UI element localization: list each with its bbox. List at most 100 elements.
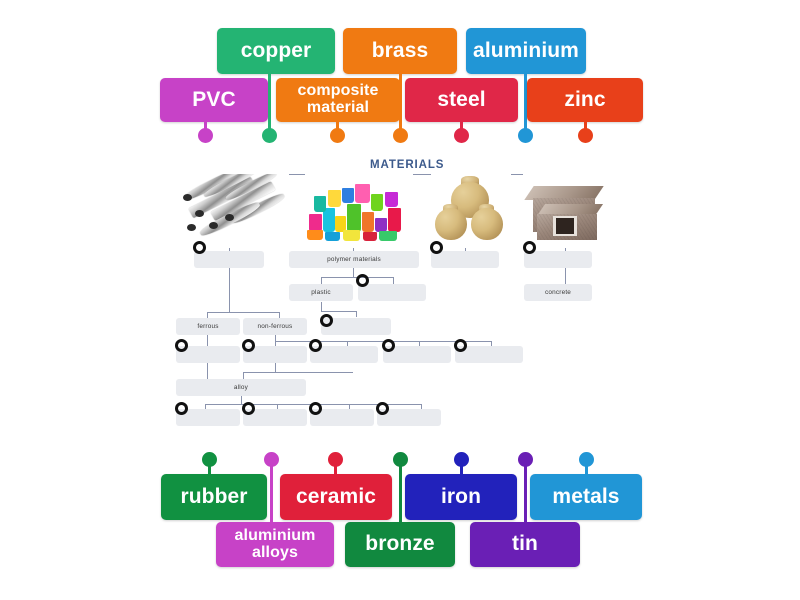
connector-line — [356, 311, 357, 317]
label-zinc[interactable]: zinc — [527, 78, 643, 122]
label-aluminium[interactable]: aluminium — [466, 28, 586, 74]
label-anchor-dot-metals[interactable] — [579, 452, 594, 467]
materials-diagram: MATERIALS polymer materials plastic concre… — [165, 147, 635, 452]
slot-ceramic[interactable] — [431, 251, 499, 268]
label-text: aluminium — [473, 38, 579, 62]
plastic-container-shape — [335, 216, 346, 232]
slot-text — [358, 284, 426, 301]
label-anchor-dot-pvc[interactable] — [198, 128, 213, 143]
target-steel[interactable] — [175, 402, 188, 415]
slot-non-ferrous[interactable]: non-ferrous — [243, 318, 307, 335]
connector-line — [275, 363, 276, 372]
plastic-container-shape — [362, 212, 374, 232]
connector-line — [207, 312, 279, 313]
connector-line — [491, 341, 492, 347]
target-iron[interactable] — [175, 339, 188, 352]
connector-line — [565, 268, 566, 285]
slot-text — [524, 251, 592, 268]
connector-line — [275, 335, 276, 342]
label-rubber[interactable]: rubber — [161, 474, 267, 520]
target-aluminium-alloys[interactable] — [376, 402, 389, 415]
label-pvc[interactable]: PVC — [160, 78, 268, 122]
slot-copper[interactable] — [310, 346, 378, 363]
label-anchor-dot-copper[interactable] — [262, 128, 277, 143]
slot-rubber[interactable] — [358, 284, 426, 301]
label-steel[interactable]: steel — [405, 78, 518, 122]
label-bronze[interactable]: bronze — [345, 522, 455, 567]
clay-pot-body — [471, 208, 503, 240]
label-stem-steel — [460, 120, 463, 134]
label-anchor-dot-tin[interactable] — [518, 452, 533, 467]
concrete-block-image — [523, 174, 609, 248]
slot-alloy[interactable]: alloy — [176, 379, 306, 396]
target-metals[interactable] — [193, 241, 206, 254]
label-anchor-dot-iron[interactable] — [454, 452, 469, 467]
target-copper[interactable] — [309, 339, 322, 352]
slot-brass[interactable] — [310, 409, 374, 426]
slot-bronze[interactable] — [243, 409, 307, 426]
slot-plastic[interactable]: plastic — [289, 284, 353, 301]
target-rubber[interactable] — [356, 274, 369, 287]
plastic-container-shape — [314, 196, 326, 212]
label-stem-composite-material — [336, 120, 339, 134]
label-brass[interactable]: brass — [343, 28, 457, 74]
label-anchor-dot-brass[interactable] — [393, 128, 408, 143]
slot-text: ferrous — [197, 323, 219, 330]
target-pvc[interactable] — [320, 314, 333, 327]
clay-pot-body — [435, 208, 467, 240]
target-aluminium[interactable] — [242, 339, 255, 352]
slot-metals[interactable] — [194, 251, 264, 268]
target-brass[interactable] — [309, 402, 322, 415]
slot-text: plastic — [311, 289, 331, 296]
clay-pots-image — [431, 174, 511, 248]
slot-text: concrete — [544, 289, 572, 296]
label-anchor-dot-aluminium-alloys[interactable] — [264, 452, 279, 467]
target-zinc[interactable] — [382, 339, 395, 352]
label-metals[interactable]: metals — [530, 474, 642, 520]
slot-ferrous[interactable]: ferrous — [176, 318, 240, 335]
slot-aluminium[interactable] — [243, 346, 307, 363]
target-ceramic[interactable] — [430, 241, 443, 254]
target-composite-material[interactable] — [523, 241, 536, 254]
label-text: brass — [371, 38, 429, 62]
slot-composite-material[interactable] — [524, 251, 592, 268]
plastic-container-shape — [323, 208, 335, 232]
plastic-container-shape — [342, 188, 354, 203]
label-anchor-dot-composite-material[interactable] — [330, 128, 345, 143]
label-stem-zinc — [584, 120, 587, 134]
label-anchor-dot-ceramic[interactable] — [328, 452, 343, 467]
target-bronze[interactable] — [242, 402, 255, 415]
label-tin[interactable]: tin — [470, 522, 580, 567]
plastic-containers-image — [305, 174, 413, 248]
slot-text: polymer materials — [327, 256, 381, 263]
diagram-title: MATERIALS — [370, 159, 445, 171]
label-text: copper — [240, 38, 312, 62]
slot-polymer-materials[interactable]: polymer materials — [289, 251, 419, 268]
connector-line — [321, 302, 322, 312]
slot-tin[interactable] — [455, 346, 523, 363]
label-text: iron — [440, 484, 482, 508]
label-ceramic[interactable]: ceramic — [280, 474, 392, 520]
connector-line — [207, 363, 208, 379]
label-anchor-dot-rubber[interactable] — [202, 452, 217, 467]
label-anchor-dot-aluminium[interactable] — [518, 128, 533, 143]
label-iron[interactable]: iron — [405, 474, 517, 520]
connector-line — [419, 341, 420, 347]
target-tin[interactable] — [454, 339, 467, 352]
slot-text — [194, 251, 264, 268]
slot-steel[interactable] — [176, 409, 240, 426]
slot-zinc[interactable] — [383, 346, 451, 363]
label-anchor-dot-steel[interactable] — [454, 128, 469, 143]
label-anchor-dot-zinc[interactable] — [578, 128, 593, 143]
slot-pvc[interactable] — [321, 318, 391, 335]
slot-iron[interactable] — [176, 346, 240, 363]
label-stem-copper — [268, 72, 271, 134]
label-anchor-dot-bronze[interactable] — [393, 452, 408, 467]
slot-aluminium-alloys[interactable] — [377, 409, 441, 426]
slot-concrete[interactable]: concrete — [524, 284, 592, 301]
label-copper[interactable]: copper — [217, 28, 335, 74]
